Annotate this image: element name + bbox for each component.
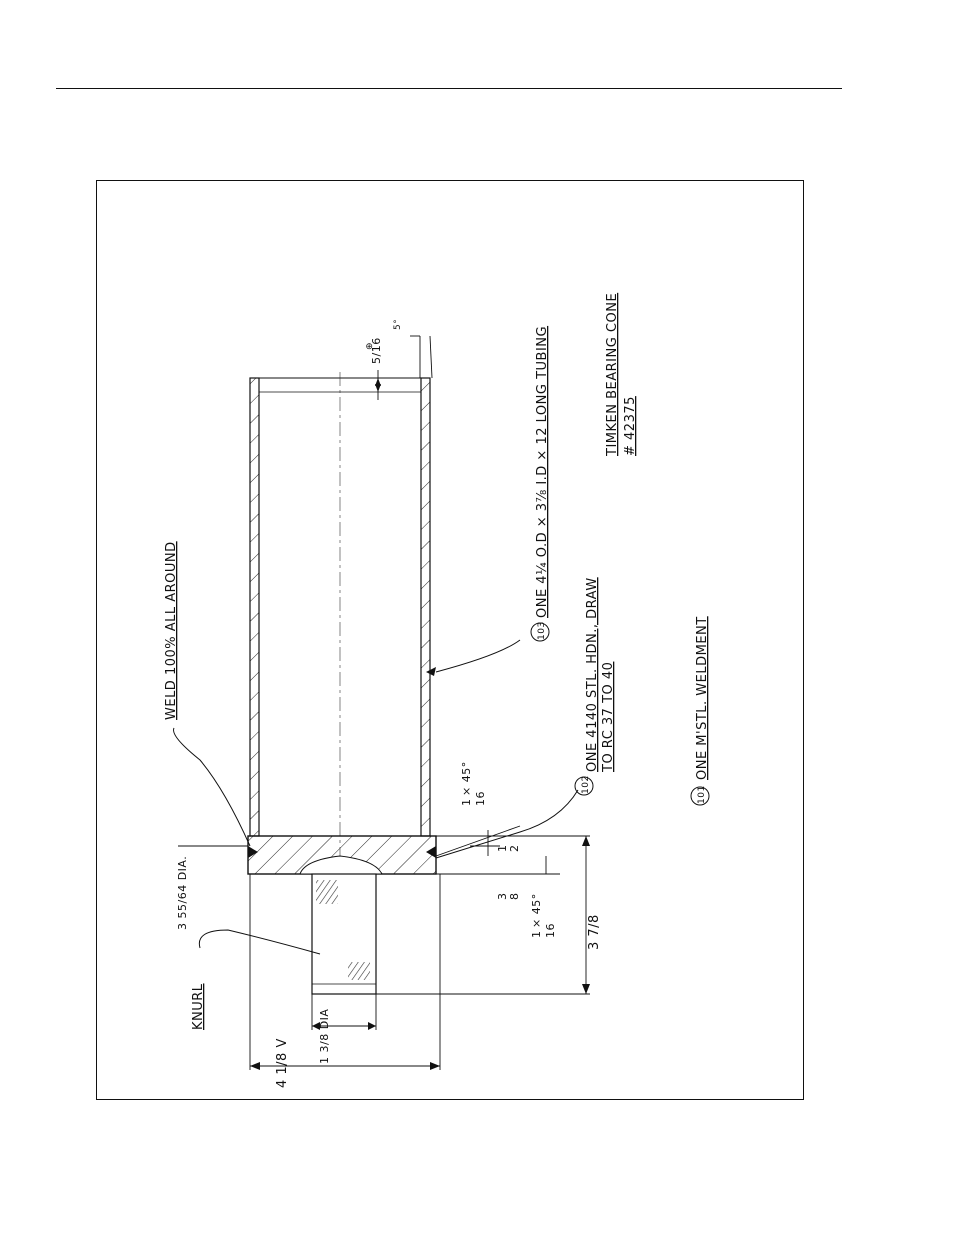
chamfer-bottom-x: × 45° (530, 893, 543, 928)
angle-dim: 5° (393, 319, 403, 330)
label-knurl: KNURL (191, 983, 206, 1030)
dim-plug-length: 4 1/8 V (275, 1038, 290, 1088)
dim-chamfer-bottom: 1 × 45° 16 (530, 893, 557, 938)
plug-note-line1: ONE 4140 STL. HDN., DRAW (585, 577, 600, 772)
dim-wall: 5/16 ⊕ 5° (365, 319, 403, 364)
overall-length-dim: 3 7/8 (587, 914, 602, 950)
dim-chamfer-top: 1 × 45° 16 (460, 761, 487, 806)
label-weldment: 101 ONE M'STL. WELDMENT (691, 616, 710, 805)
chamfer-top-x: × 45° (460, 761, 473, 796)
dim-overall-length: 3 7/8 (587, 914, 602, 950)
wall-symbol: ⊕ (365, 342, 375, 350)
tubing-ref-bubble: 103 (537, 621, 547, 640)
plug-dia-dim: 3 55/64 DIA. (176, 856, 189, 930)
plug-length-dim: 4 1/8 V (275, 1038, 290, 1088)
label-tubing: 103 ONE 4¼ O.D × 3⅞ I.D × 12 LONG TUBING (531, 326, 550, 641)
weldment-ref-bubble: 101 (697, 785, 707, 804)
knurl-pattern-top (316, 880, 338, 904)
label-weld: WELD 100% ALL AROUND (164, 541, 179, 720)
chamfer-top-num: 1 (460, 799, 473, 807)
bearing-note-line2: # 42375 (623, 396, 638, 456)
plug-cap (248, 836, 436, 874)
tubing-note: ONE 4¼ O.D × 3⅞ I.D × 12 LONG TUBING (535, 326, 550, 618)
weldment-note: ONE M'STL. WELDMENT (695, 616, 710, 780)
weld-note: WELD 100% ALL AROUND (164, 541, 179, 720)
shaft (312, 874, 376, 994)
chamfer-top-den: 16 (474, 791, 487, 806)
three-eighths-den: 8 (508, 893, 521, 901)
dimension-lines (178, 336, 590, 1070)
half-den: 2 (508, 845, 521, 853)
label-bearing: TIMKEN BEARING CONE # 42375 (605, 293, 638, 457)
shaft-dia-dim: 1 3/8 DIA (318, 1009, 331, 1064)
dim-three-eighths: 3 8 (496, 893, 521, 901)
dim-shaft-dia: 1 3/8 DIA (318, 1009, 331, 1064)
dim-plug-dia: 3 55/64 DIA. (176, 856, 189, 930)
dim-half: 1 2 (496, 845, 521, 853)
knurl-pattern-bottom (348, 962, 370, 980)
chamfer-bottom-num: 1 (530, 931, 543, 939)
label-plug: 102 ONE 4140 STL. HDN., DRAW TO RC 37 TO… (575, 577, 616, 795)
chamfer-bottom-den: 16 (544, 923, 557, 938)
bearing-note-line1: TIMKEN BEARING CONE (605, 293, 620, 457)
plug-ref-bubble: 102 (581, 775, 591, 794)
plug-note-line2: TO RC 37 TO 40 (601, 662, 616, 773)
knurl-note: KNURL (191, 983, 206, 1030)
